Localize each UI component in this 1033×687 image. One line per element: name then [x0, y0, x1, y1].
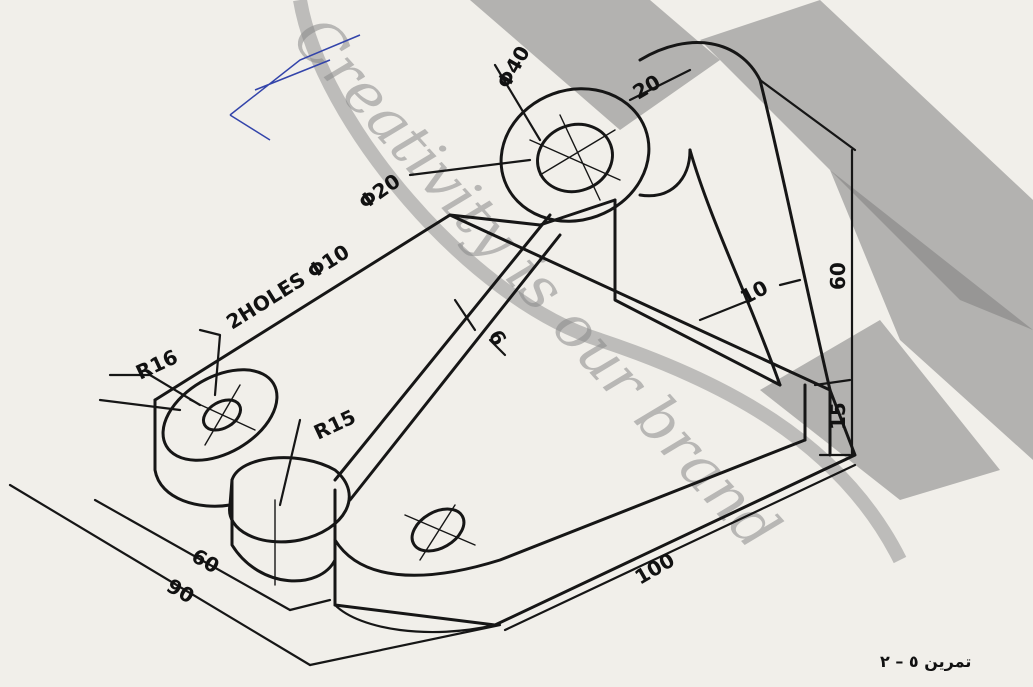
exercise-caption: تمرين ٥ – ٢: [880, 652, 972, 671]
front-boss: [228, 456, 351, 586]
dimension-lines: [8, 63, 857, 667]
height-60-label: 60: [826, 262, 850, 290]
watermark-text: Creativity is our brand: [279, 3, 793, 563]
right-hole: [404, 504, 476, 561]
blue-sketch-lines: [229, 34, 361, 141]
r15-label: R15: [310, 405, 359, 445]
base-15-label: 15: [826, 402, 850, 430]
watermark-logo: [293, 0, 1033, 564]
rib-6-label: 6: [484, 326, 512, 350]
width-60-label: 60: [188, 544, 224, 579]
base-plate: [153, 213, 857, 634]
upright-plate: [333, 41, 832, 502]
top-boss: [499, 87, 692, 223]
length-100-label: 100: [631, 548, 679, 590]
